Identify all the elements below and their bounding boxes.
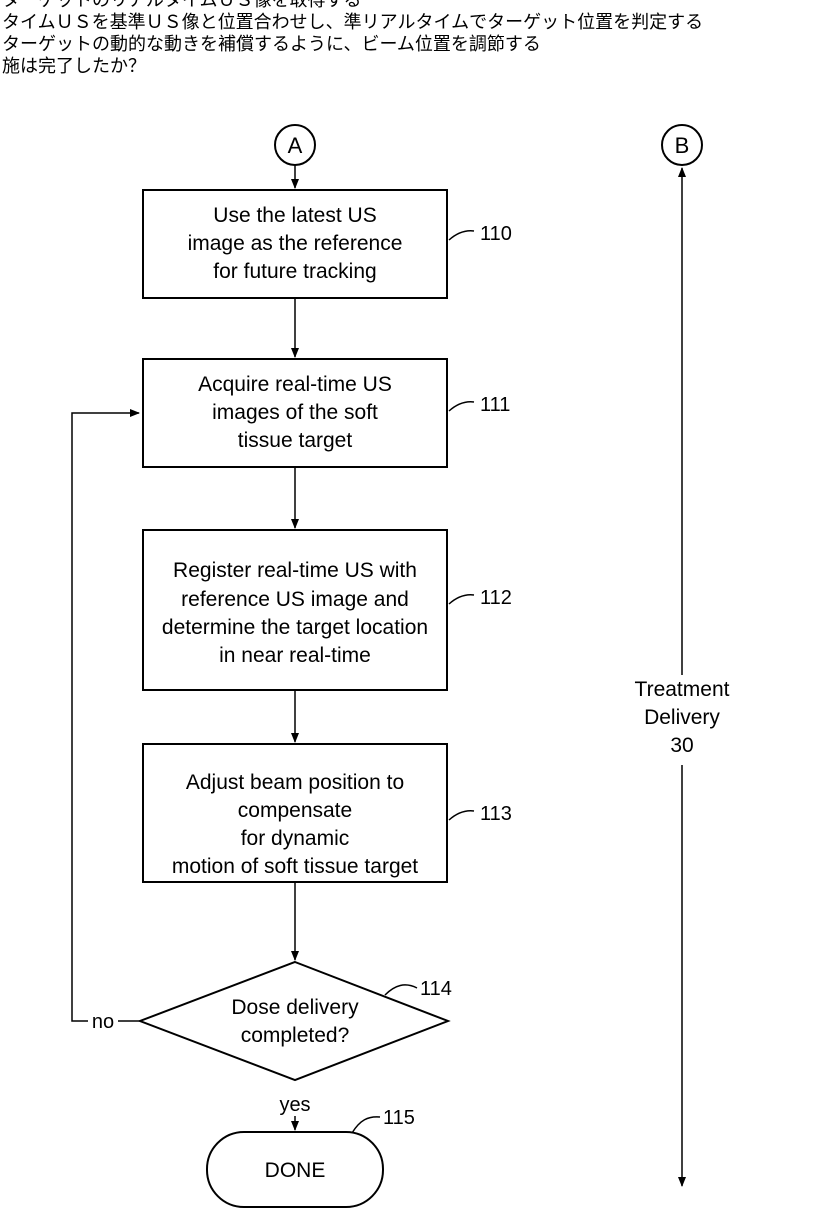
step-113-line-4: motion of soft tissue target bbox=[172, 855, 418, 878]
step-113-line-3: for dynamic bbox=[241, 827, 350, 850]
ref-115: 115 bbox=[383, 1107, 415, 1129]
step-111-line-2: images of the soft bbox=[212, 401, 378, 424]
ref-111-leader bbox=[449, 402, 474, 411]
ref-113: 113 bbox=[480, 803, 512, 825]
step-112-box: Register real-time US with reference US … bbox=[143, 530, 447, 690]
step-110-line-2: image as the reference bbox=[188, 232, 403, 255]
ref-112: 112 bbox=[480, 587, 512, 609]
ref-115-leader bbox=[352, 1117, 380, 1133]
ref-112-leader bbox=[449, 595, 474, 604]
ref-110-leader bbox=[449, 231, 474, 240]
terminal-done: DONE bbox=[207, 1132, 383, 1207]
decision-line-1: Dose delivery bbox=[231, 996, 359, 1019]
step-111-box: Acquire real-time US images of the soft … bbox=[143, 359, 447, 467]
step-111-line-3: tissue target bbox=[238, 429, 353, 452]
phase-line-2: Delivery bbox=[644, 706, 720, 729]
decision-114: Dose delivery completed? bbox=[140, 962, 448, 1080]
no-label: no bbox=[92, 1011, 114, 1033]
phase-line-1: Treatment bbox=[635, 678, 730, 701]
step-111-line-1: Acquire real-time US bbox=[198, 373, 392, 396]
ref-110: 110 bbox=[480, 223, 512, 245]
ref-114-leader bbox=[385, 985, 417, 995]
ref-111: 111 bbox=[480, 394, 510, 416]
decision-line-2: completed? bbox=[241, 1024, 350, 1047]
step-112-line-4: in near real-time bbox=[219, 644, 371, 667]
connector-b: B bbox=[662, 125, 702, 165]
yes-label: yes bbox=[279, 1094, 310, 1116]
step-110-box: Use the latest US image as the reference… bbox=[143, 190, 447, 298]
connector-b-label: B bbox=[675, 133, 690, 158]
step-112-line-2: reference US image and bbox=[181, 588, 409, 611]
step-110-line-3: for future tracking bbox=[213, 260, 376, 283]
ref-113-leader bbox=[449, 811, 474, 820]
phase-line-3: 30 bbox=[670, 734, 693, 757]
connector-a-label: A bbox=[288, 133, 303, 158]
edge-no-loop-to-111 bbox=[72, 413, 139, 1021]
connector-a: A bbox=[275, 125, 315, 165]
step-113-line-2: compensate bbox=[238, 799, 352, 822]
step-110-line-1: Use the latest US bbox=[213, 204, 376, 227]
step-112-line-3: determine the target location bbox=[162, 616, 428, 639]
step-113-line-1: Adjust beam position to bbox=[186, 771, 404, 794]
done-label: DONE bbox=[265, 1159, 326, 1182]
ref-114: 114 bbox=[420, 978, 452, 1000]
step-113-box: Adjust beam position to compensate for d… bbox=[143, 744, 447, 882]
step-112-line-1: Register real-time US with bbox=[173, 559, 417, 582]
